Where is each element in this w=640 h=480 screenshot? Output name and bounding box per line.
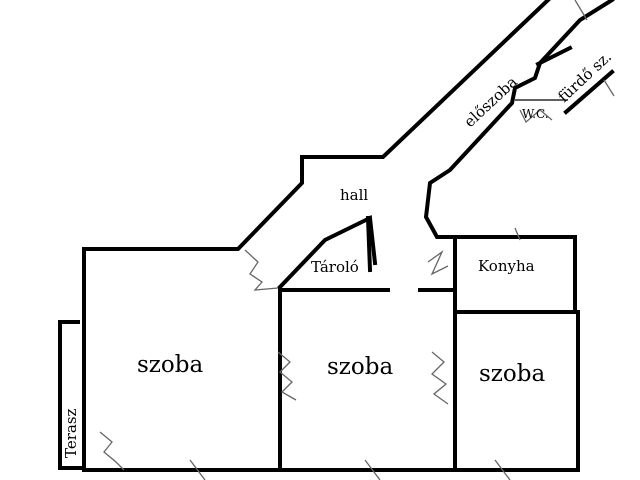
hall-label: hall xyxy=(340,186,368,204)
szoba-right-label: szoba xyxy=(479,361,545,387)
room-labels: hall előszoba fürdő sz. W.C. Konyha Táro… xyxy=(62,48,615,458)
terasz-label: Terasz xyxy=(62,408,80,458)
exterior-walls xyxy=(58,0,615,472)
szoba-mid-label: szoba xyxy=(327,354,393,380)
door-swings xyxy=(99,0,615,480)
tarolo-label: Tároló xyxy=(311,258,359,276)
wc-label: W.C. xyxy=(522,107,549,121)
konyha-label: Konyha xyxy=(478,257,535,275)
szoba-left-label: szoba xyxy=(137,352,203,378)
